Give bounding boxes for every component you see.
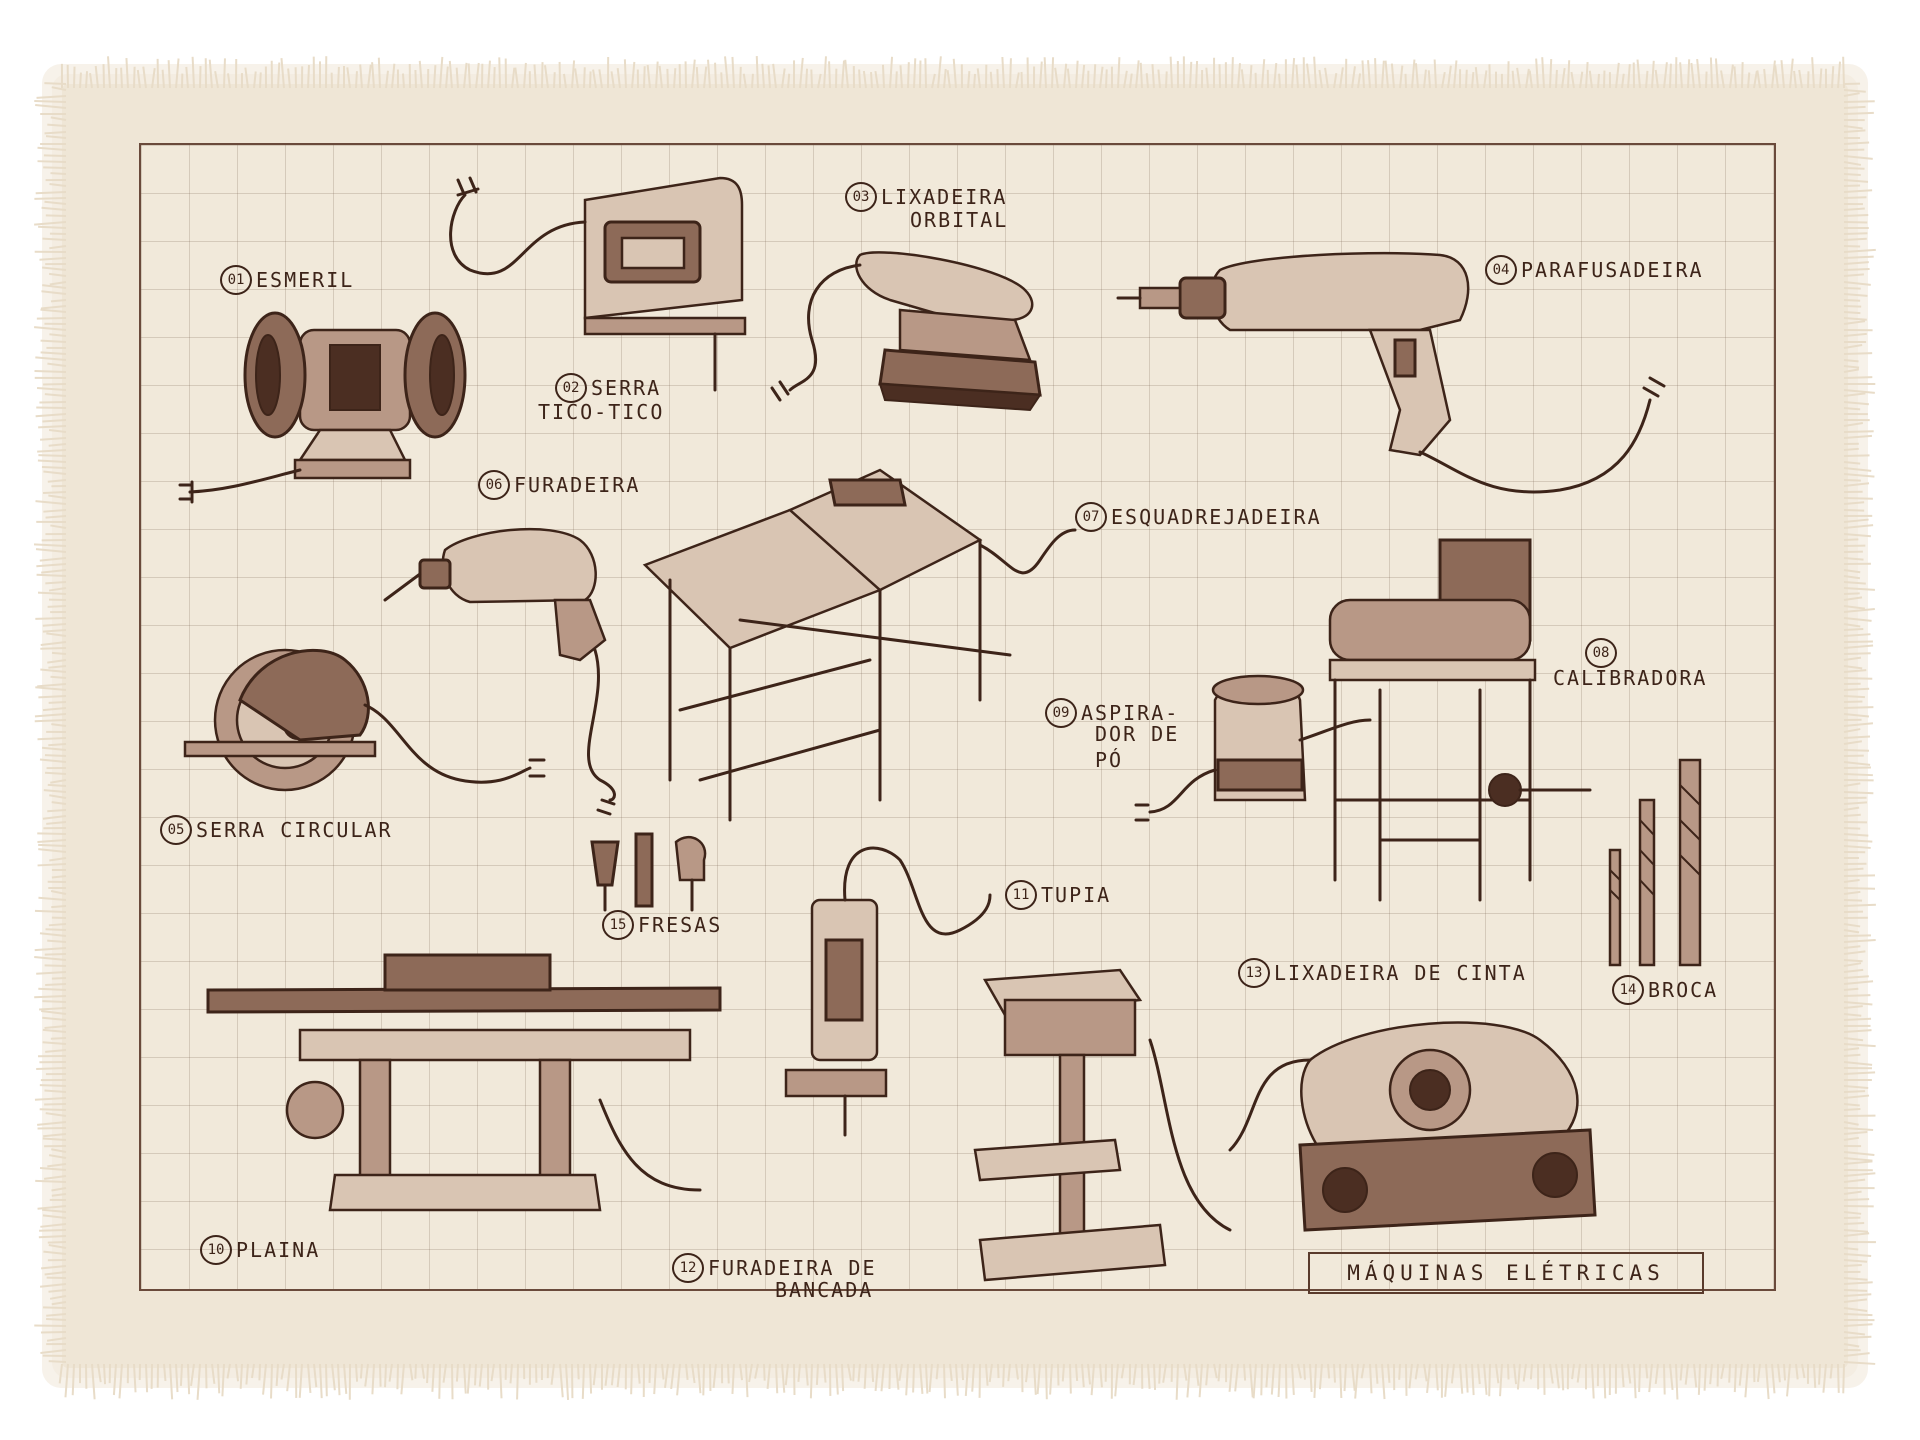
jigsaw-drawing xyxy=(449,176,747,392)
belt-sander-drawing xyxy=(1228,1021,1597,1232)
label-furadeira-de-bancada-line2: BANCADA xyxy=(775,1278,874,1302)
thickness-planer-drawing xyxy=(1328,538,1592,902)
label-calibradora-number: 08 xyxy=(1585,638,1621,668)
screwdriver-drill-drawing xyxy=(1116,251,1666,494)
orbital-sander-drawing xyxy=(770,251,1042,412)
sheet-title: MÁQUINAS ELÉTRICAS xyxy=(1308,1252,1704,1294)
drill-press-drawing xyxy=(973,968,1232,1282)
circular-saw-drawing xyxy=(183,648,546,792)
router-bits-drawing xyxy=(590,832,707,912)
label-calibradora: CALIBRADORA xyxy=(1553,666,1708,690)
label-lixadeira-orbital-line2: ORBITAL xyxy=(910,208,1009,232)
vacuum-cleaner-drawing xyxy=(1134,674,1372,822)
hand-drill-drawing xyxy=(383,527,616,816)
label-aspirador-line3: PÓ xyxy=(1095,748,1124,772)
table-saw-drawing xyxy=(642,468,1077,822)
label-aspirador-line2: DOR DE xyxy=(1095,722,1180,746)
label-serra-tico-tico-line2: TICO-TICO xyxy=(538,400,665,424)
bench-grinder-drawing xyxy=(178,311,467,504)
router-drawing xyxy=(784,846,992,1137)
jointer-drawing xyxy=(206,953,722,1212)
drill-bits-drawing xyxy=(1608,758,1702,967)
